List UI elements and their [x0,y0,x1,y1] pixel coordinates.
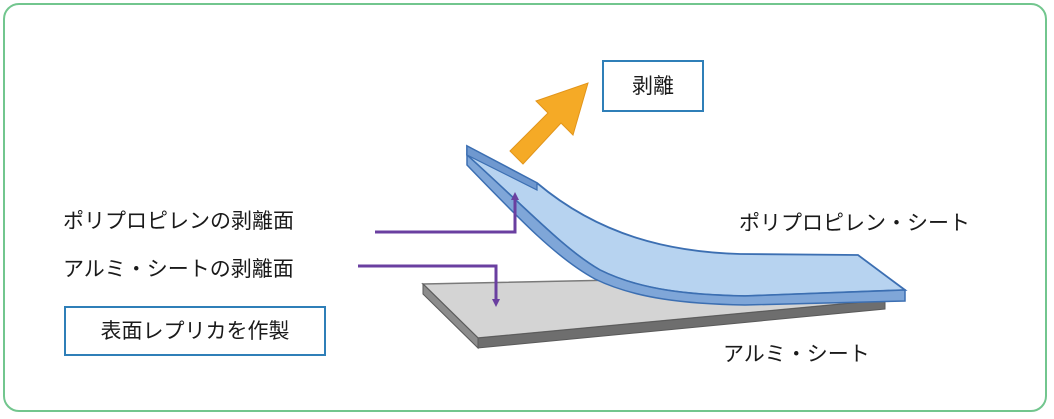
replica-label: 表面レプリカを作製 [100,319,290,343]
replica-label-box: 表面レプリカを作製 [64,306,326,356]
al-sheet-label: アルミ・シート [723,342,870,366]
polypropylene-sheet-edge [466,145,538,191]
aluminum-sheet-side [422,282,479,350]
pp-peel-surface-pointer [375,192,519,234]
peel-label: 剥離 [632,74,674,98]
peel-direction-arrow [509,82,589,165]
polypropylene-sheet [466,144,908,306]
peel-label-box: 剥離 [602,60,704,112]
al-peel-surface-label: アルミ・シートの剥離面 [63,257,294,281]
polypropylene-sheet-underside [466,153,906,306]
pp-peel-surface-label: ポリプロピレンの剥離面 [63,209,294,233]
al-peel-surface-pointer [358,264,500,307]
pp-sheet-label: ポリプロピレン・シート [739,211,970,235]
